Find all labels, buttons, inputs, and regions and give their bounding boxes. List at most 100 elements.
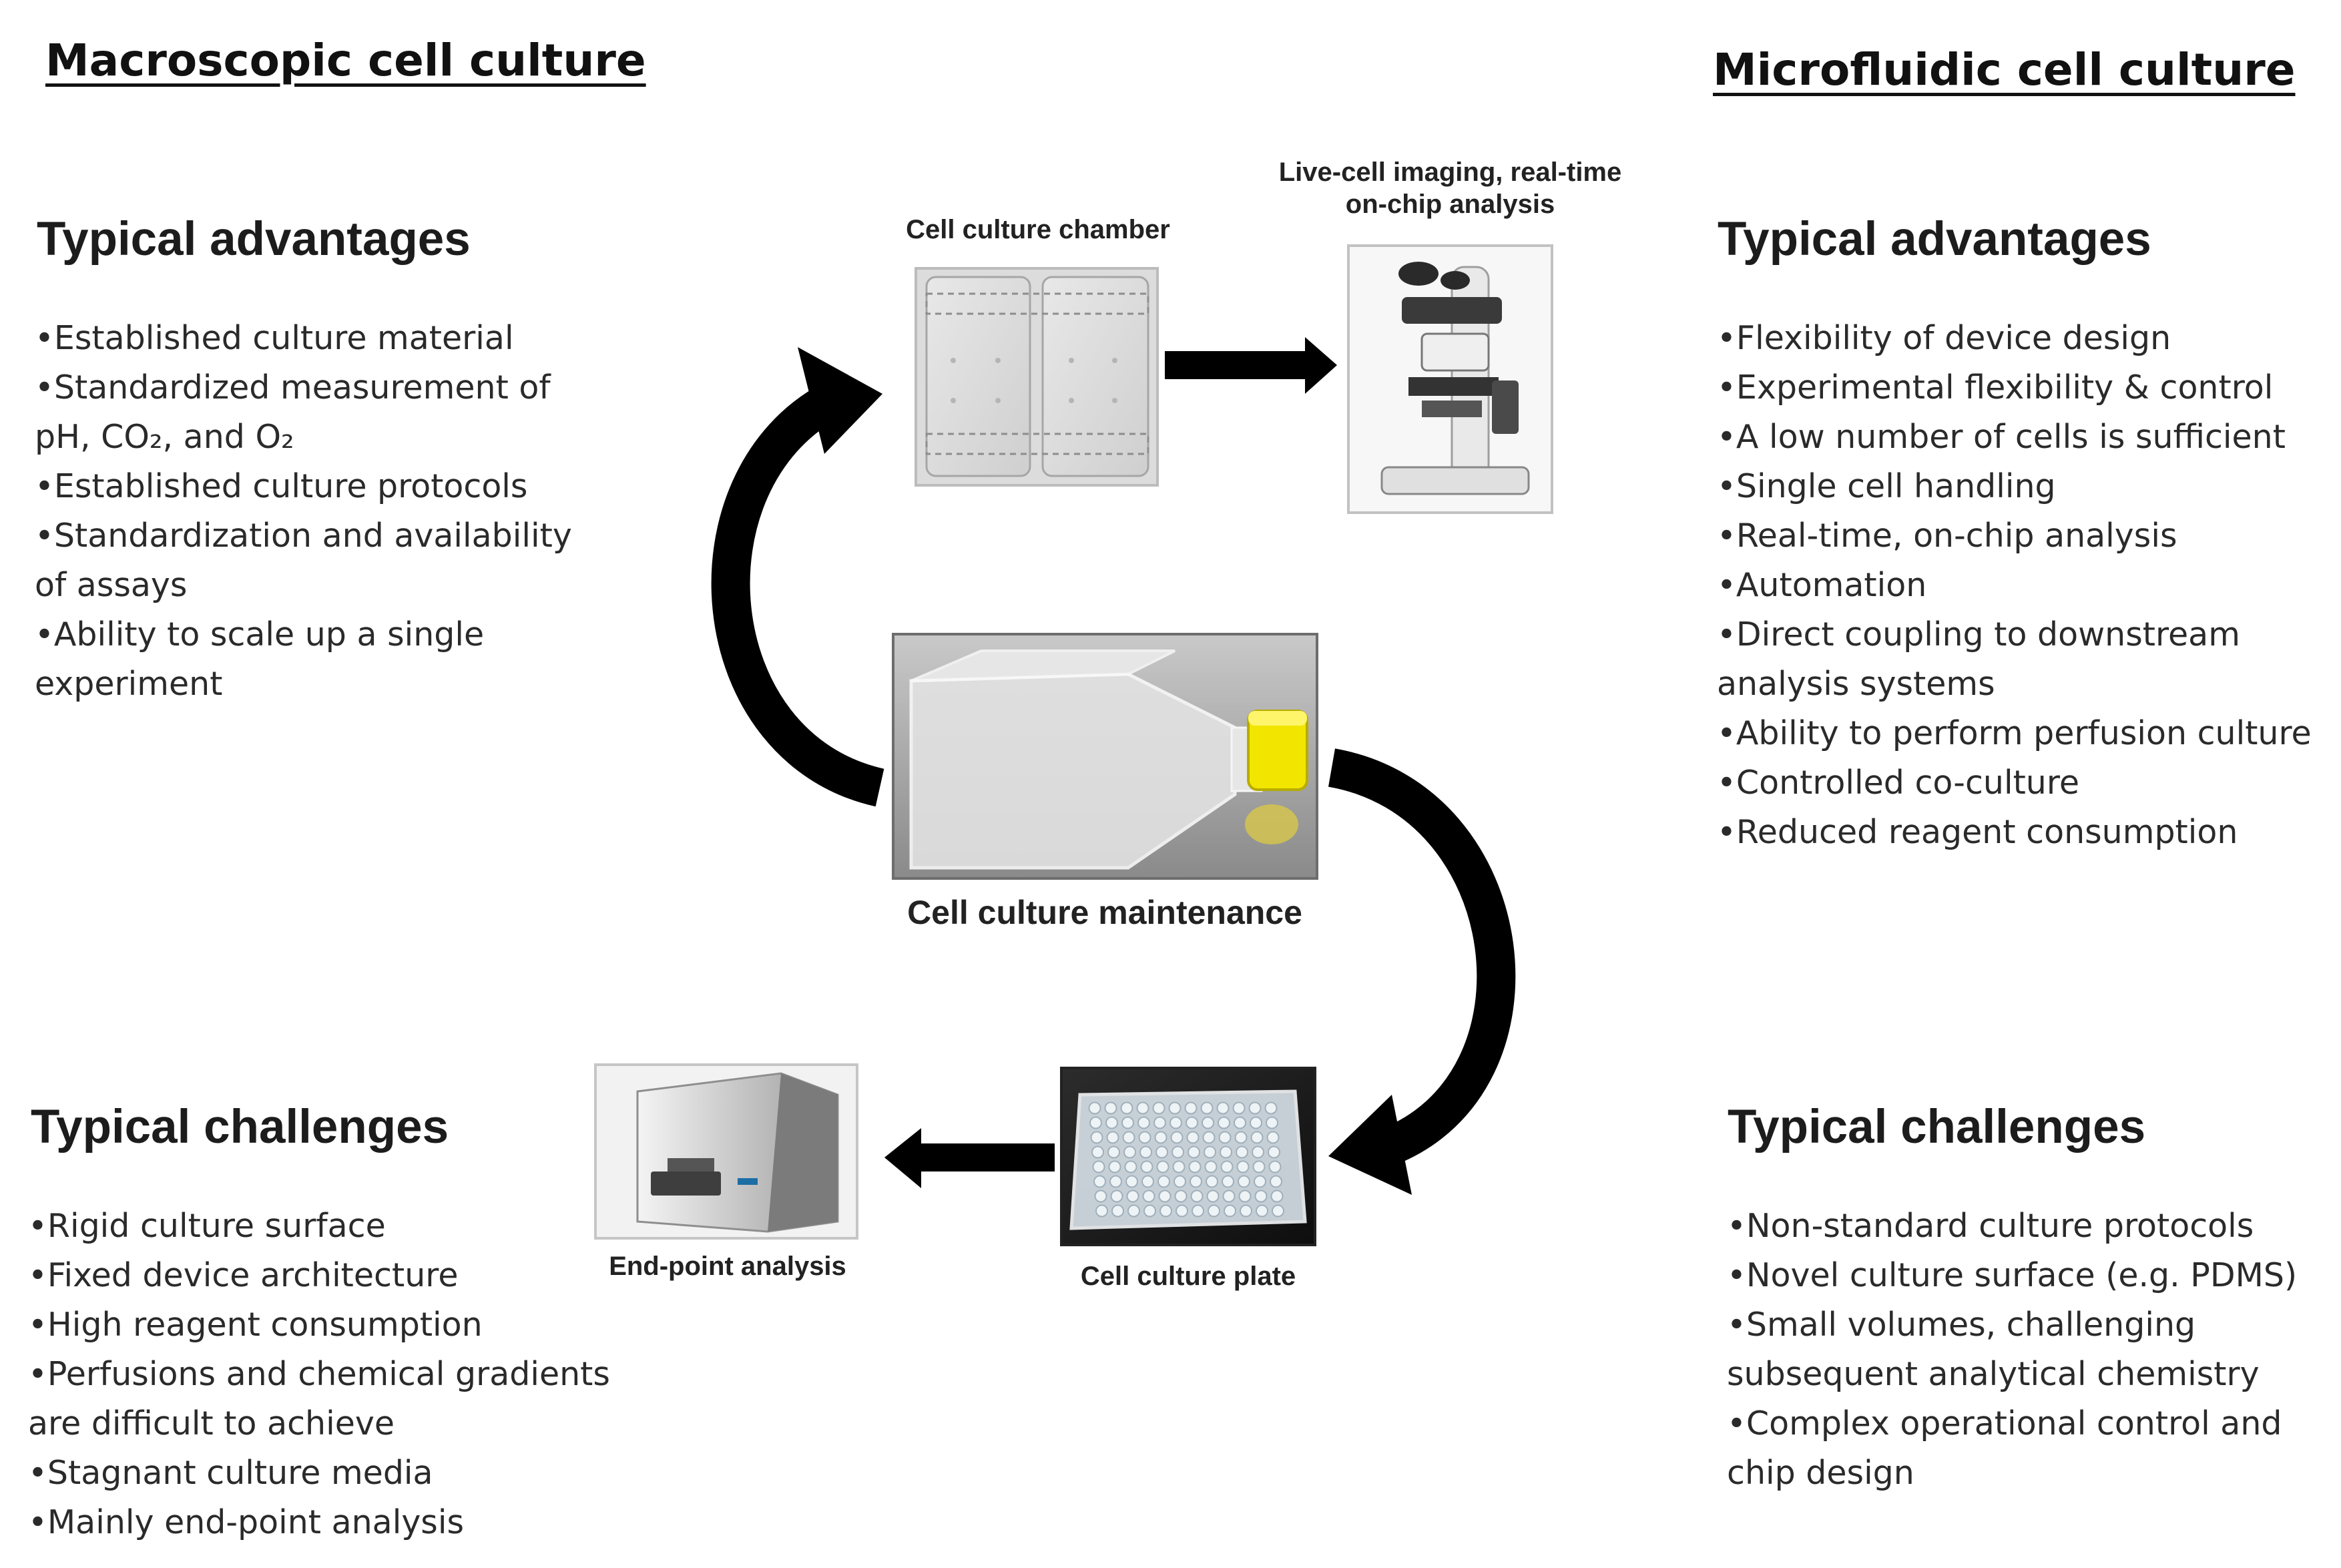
list-item: •Small volumes, challenging <box>1727 1306 2196 1344</box>
plate-well <box>1202 1116 1214 1129</box>
plate-well <box>1270 1190 1284 1203</box>
plate-well <box>1108 1160 1121 1173</box>
plate-well <box>1168 1101 1182 1115</box>
list-item: •Standardized measurement of <box>35 368 551 407</box>
plate-well <box>1252 1160 1266 1173</box>
list-item: •Controlled co-culture <box>1717 764 2080 802</box>
plate-well <box>1190 1175 1202 1188</box>
plate-well <box>1234 1131 1248 1144</box>
plate-well <box>1264 1101 1278 1115</box>
plate-well <box>1092 1160 1105 1173</box>
plate-well <box>1254 1190 1268 1203</box>
plate-well <box>1125 1175 1138 1188</box>
plate-well <box>1169 1116 1182 1129</box>
plate-well <box>1110 1190 1123 1203</box>
plate-well <box>1240 1204 1252 1218</box>
imaging-caption-line2: on-chip analysis <box>1345 190 1555 219</box>
microscope-image <box>1347 244 1553 514</box>
list-item: •Direct coupling to downstream <box>1717 615 2240 654</box>
macro-advantages-title: Typical advantages <box>37 213 471 266</box>
plate-well <box>1186 1116 1198 1129</box>
plate-well <box>1122 1131 1135 1144</box>
plate-well <box>1140 1160 1153 1173</box>
list-item: •Mainly end-point analysis <box>28 1503 464 1541</box>
plate-well <box>1188 1145 1200 1159</box>
plate-well <box>1139 1145 1152 1159</box>
plate-well <box>1154 1131 1167 1144</box>
list-item: •Established culture protocols <box>35 467 528 505</box>
maintenance-caption: Cell culture maintenance <box>907 894 1302 931</box>
plate-well <box>1158 1190 1172 1203</box>
cell-culture-flask-image <box>892 633 1318 880</box>
plate-well <box>1104 1101 1117 1115</box>
curved-arrow-to-chamber <box>711 347 884 807</box>
list-item: •Non-standard culture protocols <box>1727 1207 2254 1245</box>
plate-well <box>1238 1175 1250 1188</box>
list-item: pH, CO₂, and O₂ <box>35 418 294 456</box>
micro-challenges-list: •Non-standard culture protocols •Novel c… <box>1727 1202 2297 1498</box>
plate-well <box>1200 1101 1214 1115</box>
plate-well <box>1272 1204 1284 1218</box>
plate-well <box>1141 1175 1154 1188</box>
imaging-caption-line1: Live-cell imaging, real-time <box>1278 158 1622 187</box>
macro-advantages-list: •Established culture material •Standardi… <box>35 314 572 709</box>
plate-well <box>1106 1131 1119 1144</box>
list-item: •Complex operational control and <box>1727 1404 2282 1443</box>
plate-well <box>1250 1131 1264 1144</box>
plate-well <box>1120 1101 1133 1115</box>
endpoint-caption: End-point analysis <box>609 1252 846 1281</box>
list-item: •High reagent consumption <box>28 1306 483 1344</box>
list-item: are difficult to achieve <box>28 1404 395 1443</box>
plate-well <box>1190 1190 1204 1203</box>
micro-advantages-list: •Flexibility of device design •Experimen… <box>1717 314 2312 857</box>
plate-well <box>1172 1145 1184 1159</box>
list-item: •Novel culture surface (e.g. PDMS) <box>1727 1256 2298 1294</box>
macro-challenges-title: Typical challenges <box>31 1101 449 1153</box>
plate-well <box>1222 1190 1236 1203</box>
plate-well <box>1153 1116 1166 1129</box>
list-item: •Reduced reagent consumption <box>1717 813 2238 851</box>
list-item: •Rigid culture surface <box>28 1207 386 1245</box>
microfluidic-heading: Microfluidic cell culture <box>1713 44 2296 95</box>
plate-well <box>1138 1131 1151 1144</box>
list-item: experiment <box>35 665 223 703</box>
plate-well <box>1236 1145 1248 1159</box>
list-item: chip design <box>1727 1454 1914 1492</box>
plate-well <box>1127 1204 1140 1218</box>
plate-well <box>1093 1175 1106 1188</box>
list-item: •Perfusions and chemical gradients <box>28 1355 610 1393</box>
plate-well <box>1204 1145 1216 1159</box>
plate-well <box>1157 1175 1170 1188</box>
plate-well <box>1270 1175 1282 1188</box>
list-item: •Established culture material <box>35 319 514 357</box>
plate-well <box>1159 1204 1172 1218</box>
plate-well <box>1107 1145 1120 1159</box>
plate-well <box>1176 1204 1188 1218</box>
plate-well <box>1172 1160 1186 1173</box>
macro-challenges-list: •Rigid culture surface •Fixed device arc… <box>28 1202 610 1547</box>
list-item: •Real-time, on-chip analysis <box>1717 517 2177 555</box>
list-item: •Fixed device architecture <box>28 1256 459 1294</box>
plate-well <box>1094 1190 1107 1203</box>
plate-well <box>1186 1131 1200 1144</box>
plate-well <box>1222 1175 1234 1188</box>
plate-well <box>1218 1116 1230 1129</box>
chamber-caption: Cell culture chamber <box>906 215 1170 244</box>
plate-well <box>1123 1145 1136 1159</box>
plate-well <box>1088 1101 1101 1115</box>
plate-well <box>1252 1145 1264 1159</box>
plate-well <box>1204 1160 1218 1173</box>
plate-caption: Cell culture plate <box>1080 1262 1296 1291</box>
plate-well <box>1218 1131 1232 1144</box>
plate-well <box>1137 1116 1150 1129</box>
plate-well <box>1202 1131 1216 1144</box>
plate-well <box>1268 1145 1280 1159</box>
plate-well <box>1184 1101 1198 1115</box>
plate-well <box>1234 1116 1246 1129</box>
plate-well <box>1089 1116 1102 1129</box>
arrow-chamber-to-imaging <box>1165 337 1337 394</box>
plate-well <box>1256 1204 1268 1218</box>
plate-well <box>1136 1101 1149 1115</box>
plate-well <box>1090 1131 1103 1144</box>
plate-well <box>1155 1145 1168 1159</box>
